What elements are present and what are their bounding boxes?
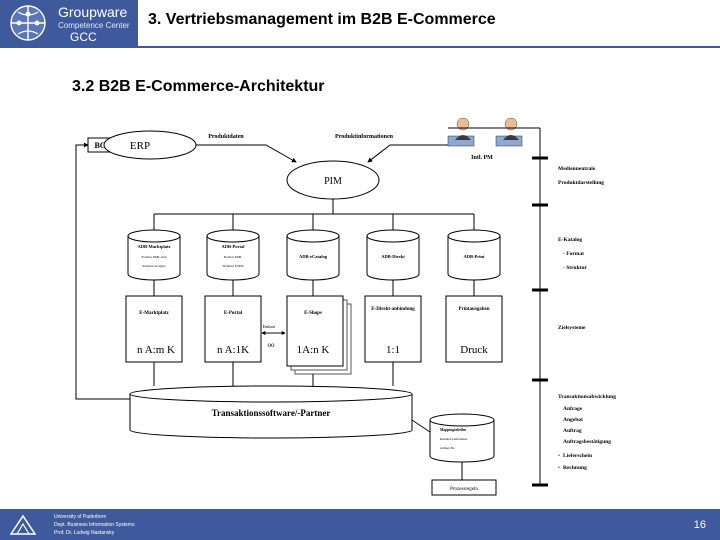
prozessregeln-box xyxy=(431,479,497,496)
cylinder-adb-print: ADB-Print xyxy=(447,229,501,281)
target-code: Druck xyxy=(460,344,488,356)
produktdaten-arrow xyxy=(196,144,297,163)
footer-university: University of Paderborn xyxy=(54,514,107,520)
section-title: 3.2 B2B E-Commerce-Architektur xyxy=(72,78,325,95)
cylinder-adb-portal: ADB-Portal Format XML Struktur ETIM xyxy=(206,229,260,281)
target-code: 1:1 xyxy=(386,344,400,356)
target-label: E-Direkt-anbindung xyxy=(371,307,415,312)
logo-short: GCC xyxy=(70,30,97,44)
logo-subtitle: Competence Center xyxy=(58,21,130,30)
pim-label: PIM xyxy=(324,176,342,187)
medienneutrale-label: Medienneutrale xyxy=(558,166,596,172)
trans-item: Auftrag xyxy=(563,428,582,434)
target-label: E-Portal xyxy=(224,311,243,316)
cylinder-title: ADB-Portal xyxy=(222,244,246,249)
cylinder-adb-ecatalog: ADB-eCatalog xyxy=(286,229,340,281)
footer-department: Dept. Business Information Systems xyxy=(54,522,135,528)
cylinder-title: ADB-Marktplatz xyxy=(138,244,171,249)
mapping-artikel: Artikel-Nr. xyxy=(440,446,455,450)
architecture-diagram: BC ERP Produktdaten Produktinformationen… xyxy=(75,117,616,496)
einkauf-label: Einkauf xyxy=(263,324,276,329)
e-katalog-label: E-Katalog xyxy=(558,237,582,243)
transaktionsabwicklung-label: Transaktionsabwicklung xyxy=(558,394,616,400)
target-e-direktanbindung: E-Direkt-anbindung 1:1 xyxy=(364,295,422,363)
mapping-title: Mappingtabellen xyxy=(440,428,466,432)
trans-item: Lieferschein xyxy=(563,453,592,459)
target-label: E-Marktplatz xyxy=(139,311,169,316)
trans-item: Auftragsbestätigung xyxy=(563,439,611,445)
zielsysteme-label: Zielsysteme xyxy=(558,325,586,331)
glasses-icon: oo xyxy=(268,341,276,349)
transaktions-cylinder: Transaktionssoftware/-Partner xyxy=(129,385,413,439)
target-code: n A:1K xyxy=(217,344,249,356)
target-label: Printausgaben xyxy=(458,307,489,312)
bullet-icon: • xyxy=(558,465,560,471)
page-title: 3. Vertriebsmanagement im B2B E-Commerce xyxy=(148,11,496,28)
produktinfo-arrow xyxy=(367,144,448,163)
cylinder-struktur: Struktur eCl@ss xyxy=(142,264,166,268)
prozessregeln-label: Prozessregeln xyxy=(450,487,478,492)
cylinder-adb-direkt: ADB-Direkt xyxy=(366,229,420,281)
mapping-link xyxy=(411,419,431,433)
produktinformationen-label: Produktinformationen xyxy=(335,134,394,140)
university-logo-icon xyxy=(9,514,37,535)
bullet-icon: • xyxy=(558,453,560,459)
intl-pm-label: Intl. PM xyxy=(471,155,493,161)
footer: University of Paderborn Dept. Business I… xyxy=(0,509,720,540)
person-icon xyxy=(495,117,523,147)
cylinder-format: Format XML-Kat xyxy=(142,255,167,259)
target-code: n A:m K xyxy=(137,344,175,356)
target-e-shops: E-Shops 1A:n K xyxy=(286,295,352,375)
bc-label: BC xyxy=(94,141,105,150)
page-number: 16 xyxy=(693,519,706,531)
cylinder-title: ADB-Print xyxy=(464,254,485,259)
header: Groupware Competence Center GCC 3. Vertr… xyxy=(0,0,720,46)
cylinder-struktur: Struktur ETIM xyxy=(223,264,245,268)
cylinder-title: ADB-Direkt xyxy=(381,254,405,259)
gcc-logo: Groupware Competence Center GCC xyxy=(0,0,138,46)
cylinder-format: Format XML xyxy=(224,255,243,259)
target-code: 1A:n K xyxy=(297,344,330,356)
mapping-subtitle: Kunden/Lieferanten xyxy=(440,437,468,441)
transaktion-label: Transaktionssoftware/-Partner xyxy=(212,408,331,418)
target-e-portal: E-Portal n A:1K xyxy=(204,295,262,363)
trans-item: Anfrage xyxy=(563,406,583,412)
target-label: E-Shops xyxy=(304,311,322,316)
logo-name: Groupware xyxy=(58,4,128,20)
produktdarstellung-label: Produktdarstellung xyxy=(558,180,604,186)
erp-label: ERP xyxy=(130,140,150,152)
struktur-label: - Struktur xyxy=(563,265,588,271)
produktdaten-label: Produktdaten xyxy=(208,134,244,140)
target-printausgaben: Printausgaben Druck xyxy=(445,295,503,363)
trans-item: Angebot xyxy=(563,417,583,423)
mapping-cylinder: Mappingtabellen Kunden/Lieferanten Artik… xyxy=(429,413,495,463)
feedback-line xyxy=(75,142,130,400)
header-divider xyxy=(0,46,720,48)
format-label: - Format xyxy=(563,251,584,257)
target-e-marktplatz: E-Marktplatz n A:m K xyxy=(125,295,183,363)
cylinder-adb-marktplatz: ADB-Marktplatz Format XML-Kat Struktur e… xyxy=(127,229,181,281)
puzzle-globe-icon xyxy=(10,5,46,41)
cylinder-title: ADB-eCatalog xyxy=(299,254,328,259)
trans-item: Rechnung xyxy=(563,465,587,471)
person-icon xyxy=(447,117,475,147)
footer-professor: Prof. Dr. Ludwig Nastansky xyxy=(54,530,115,536)
